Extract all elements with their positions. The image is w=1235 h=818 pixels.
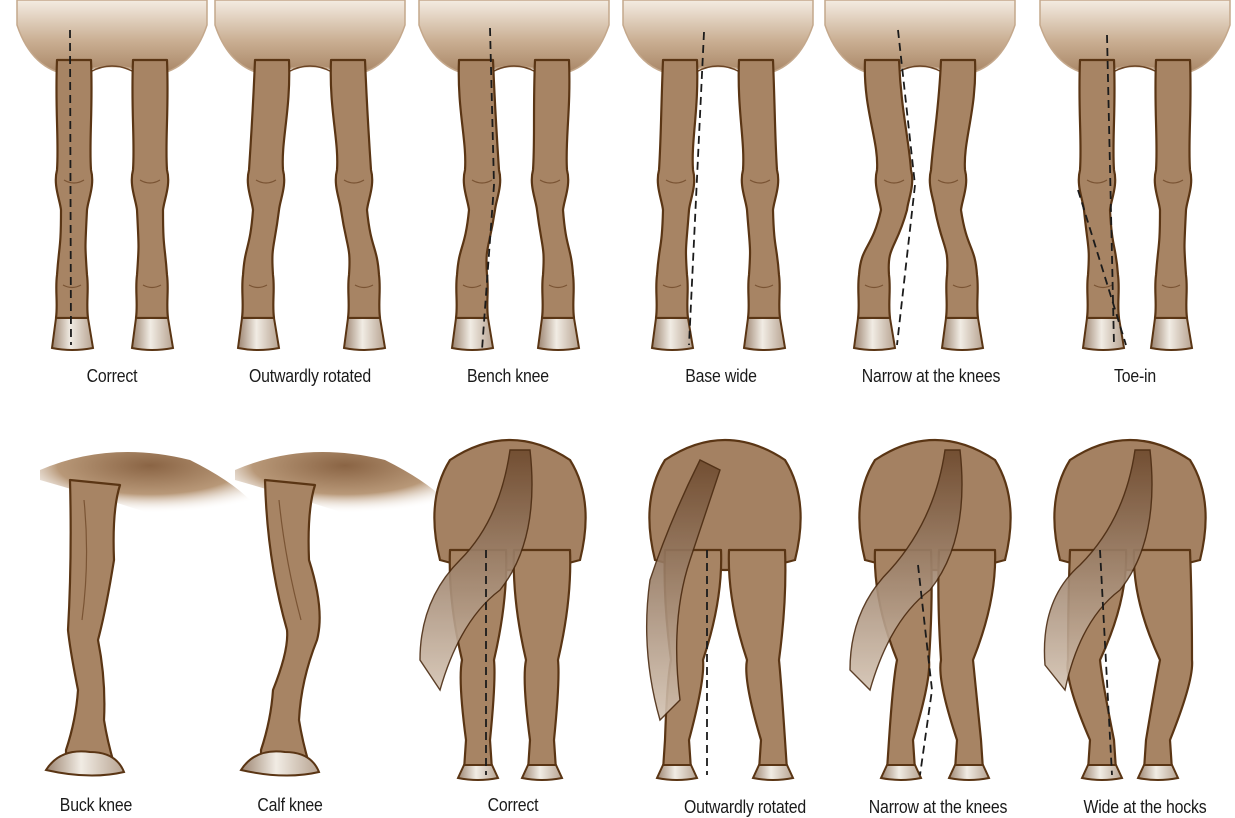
right-hind-hoof-1	[753, 765, 793, 780]
caption-calf-knee: Calf knee	[202, 795, 378, 816]
left-foreleg-4-hoof	[854, 318, 895, 350]
rear-view-panel-2	[850, 440, 1011, 780]
side-view-panel-0	[40, 452, 260, 776]
right-foreleg-3	[739, 60, 780, 318]
caption-hind-narrow-at-knees: Narrow at the knees	[850, 797, 1026, 818]
right-foreleg-0	[132, 60, 168, 318]
right-foreleg-5-hoof	[1151, 318, 1192, 350]
right-foreleg-1	[331, 60, 380, 318]
right-hind-leg-2	[938, 550, 995, 770]
left-hind-hoof-2	[881, 765, 921, 780]
rear-view-panel-1	[647, 440, 801, 780]
right-hind-hoof-2	[949, 765, 989, 780]
front-view-panel-3	[623, 0, 813, 350]
side-view-panel-1	[235, 452, 455, 776]
caption-front-toe-in: Toe-in	[1047, 366, 1223, 387]
caption-front-base-wide: Base wide	[633, 366, 809, 387]
chest-0	[17, 0, 207, 75]
right-foreleg-4	[930, 60, 978, 318]
left-foreleg-0	[56, 60, 92, 318]
front-view-panel-5	[1040, 0, 1230, 350]
calf-knee-leg	[261, 480, 320, 770]
front-view-panel-1	[215, 0, 405, 350]
right-hind-leg-0	[514, 550, 571, 770]
caption-wide-at-hocks: Wide at the hocks	[1057, 797, 1233, 818]
right-foreleg-3-hoof	[744, 318, 785, 350]
chest-4	[825, 0, 1015, 75]
right-foreleg-2-hoof	[538, 318, 579, 350]
caption-hind-outwardly-rotated: Outwardly rotated	[657, 797, 833, 818]
left-foreleg-5-hoof	[1083, 318, 1124, 350]
left-foreleg-5	[1079, 60, 1119, 318]
left-foreleg-2-hoof	[452, 318, 493, 350]
caption-front-bench-knee: Bench knee	[420, 366, 596, 387]
left-foreleg-1	[242, 60, 289, 318]
buck-knee-leg	[66, 480, 120, 770]
right-foreleg-0-hoof	[132, 318, 173, 350]
front-view-panel-0	[17, 0, 207, 350]
caption-front-correct: Correct	[24, 366, 200, 387]
caption-buck-knee: Buck knee	[8, 795, 184, 816]
left-foreleg-3-hoof	[652, 318, 693, 350]
left-hind-hoof-0	[458, 765, 498, 780]
chest-5	[1040, 0, 1230, 75]
right-foreleg-1-hoof	[344, 318, 385, 350]
front-view-panel-4	[825, 0, 1015, 350]
left-foreleg-0-hoof	[52, 318, 93, 350]
chest-1	[215, 0, 405, 75]
left-foreleg-3	[656, 60, 697, 318]
left-hind-hoof-3	[1082, 765, 1122, 780]
rear-view-panel-3	[1044, 440, 1205, 780]
right-hind-hoof-3	[1138, 765, 1178, 780]
right-hind-leg-3	[1134, 550, 1192, 770]
front-view-panel-2	[419, 0, 609, 350]
caption-front-outwardly-rotated: Outwardly rotated	[222, 366, 398, 387]
right-foreleg-4-hoof	[942, 318, 983, 350]
rear-view-panel-0	[420, 440, 586, 780]
right-foreleg-2	[532, 60, 574, 318]
caption-hind-correct: Correct	[425, 795, 601, 816]
left-foreleg-1-hoof	[238, 318, 279, 350]
left-hind-hoof-1	[657, 765, 697, 780]
chest-3	[623, 0, 813, 75]
right-hind-hoof-0	[522, 765, 562, 780]
right-hind-leg-1	[729, 550, 787, 770]
caption-front-narrow-at-knees: Narrow at the knees	[843, 366, 1019, 387]
chest-2	[419, 0, 609, 75]
right-foreleg-5	[1155, 60, 1191, 318]
